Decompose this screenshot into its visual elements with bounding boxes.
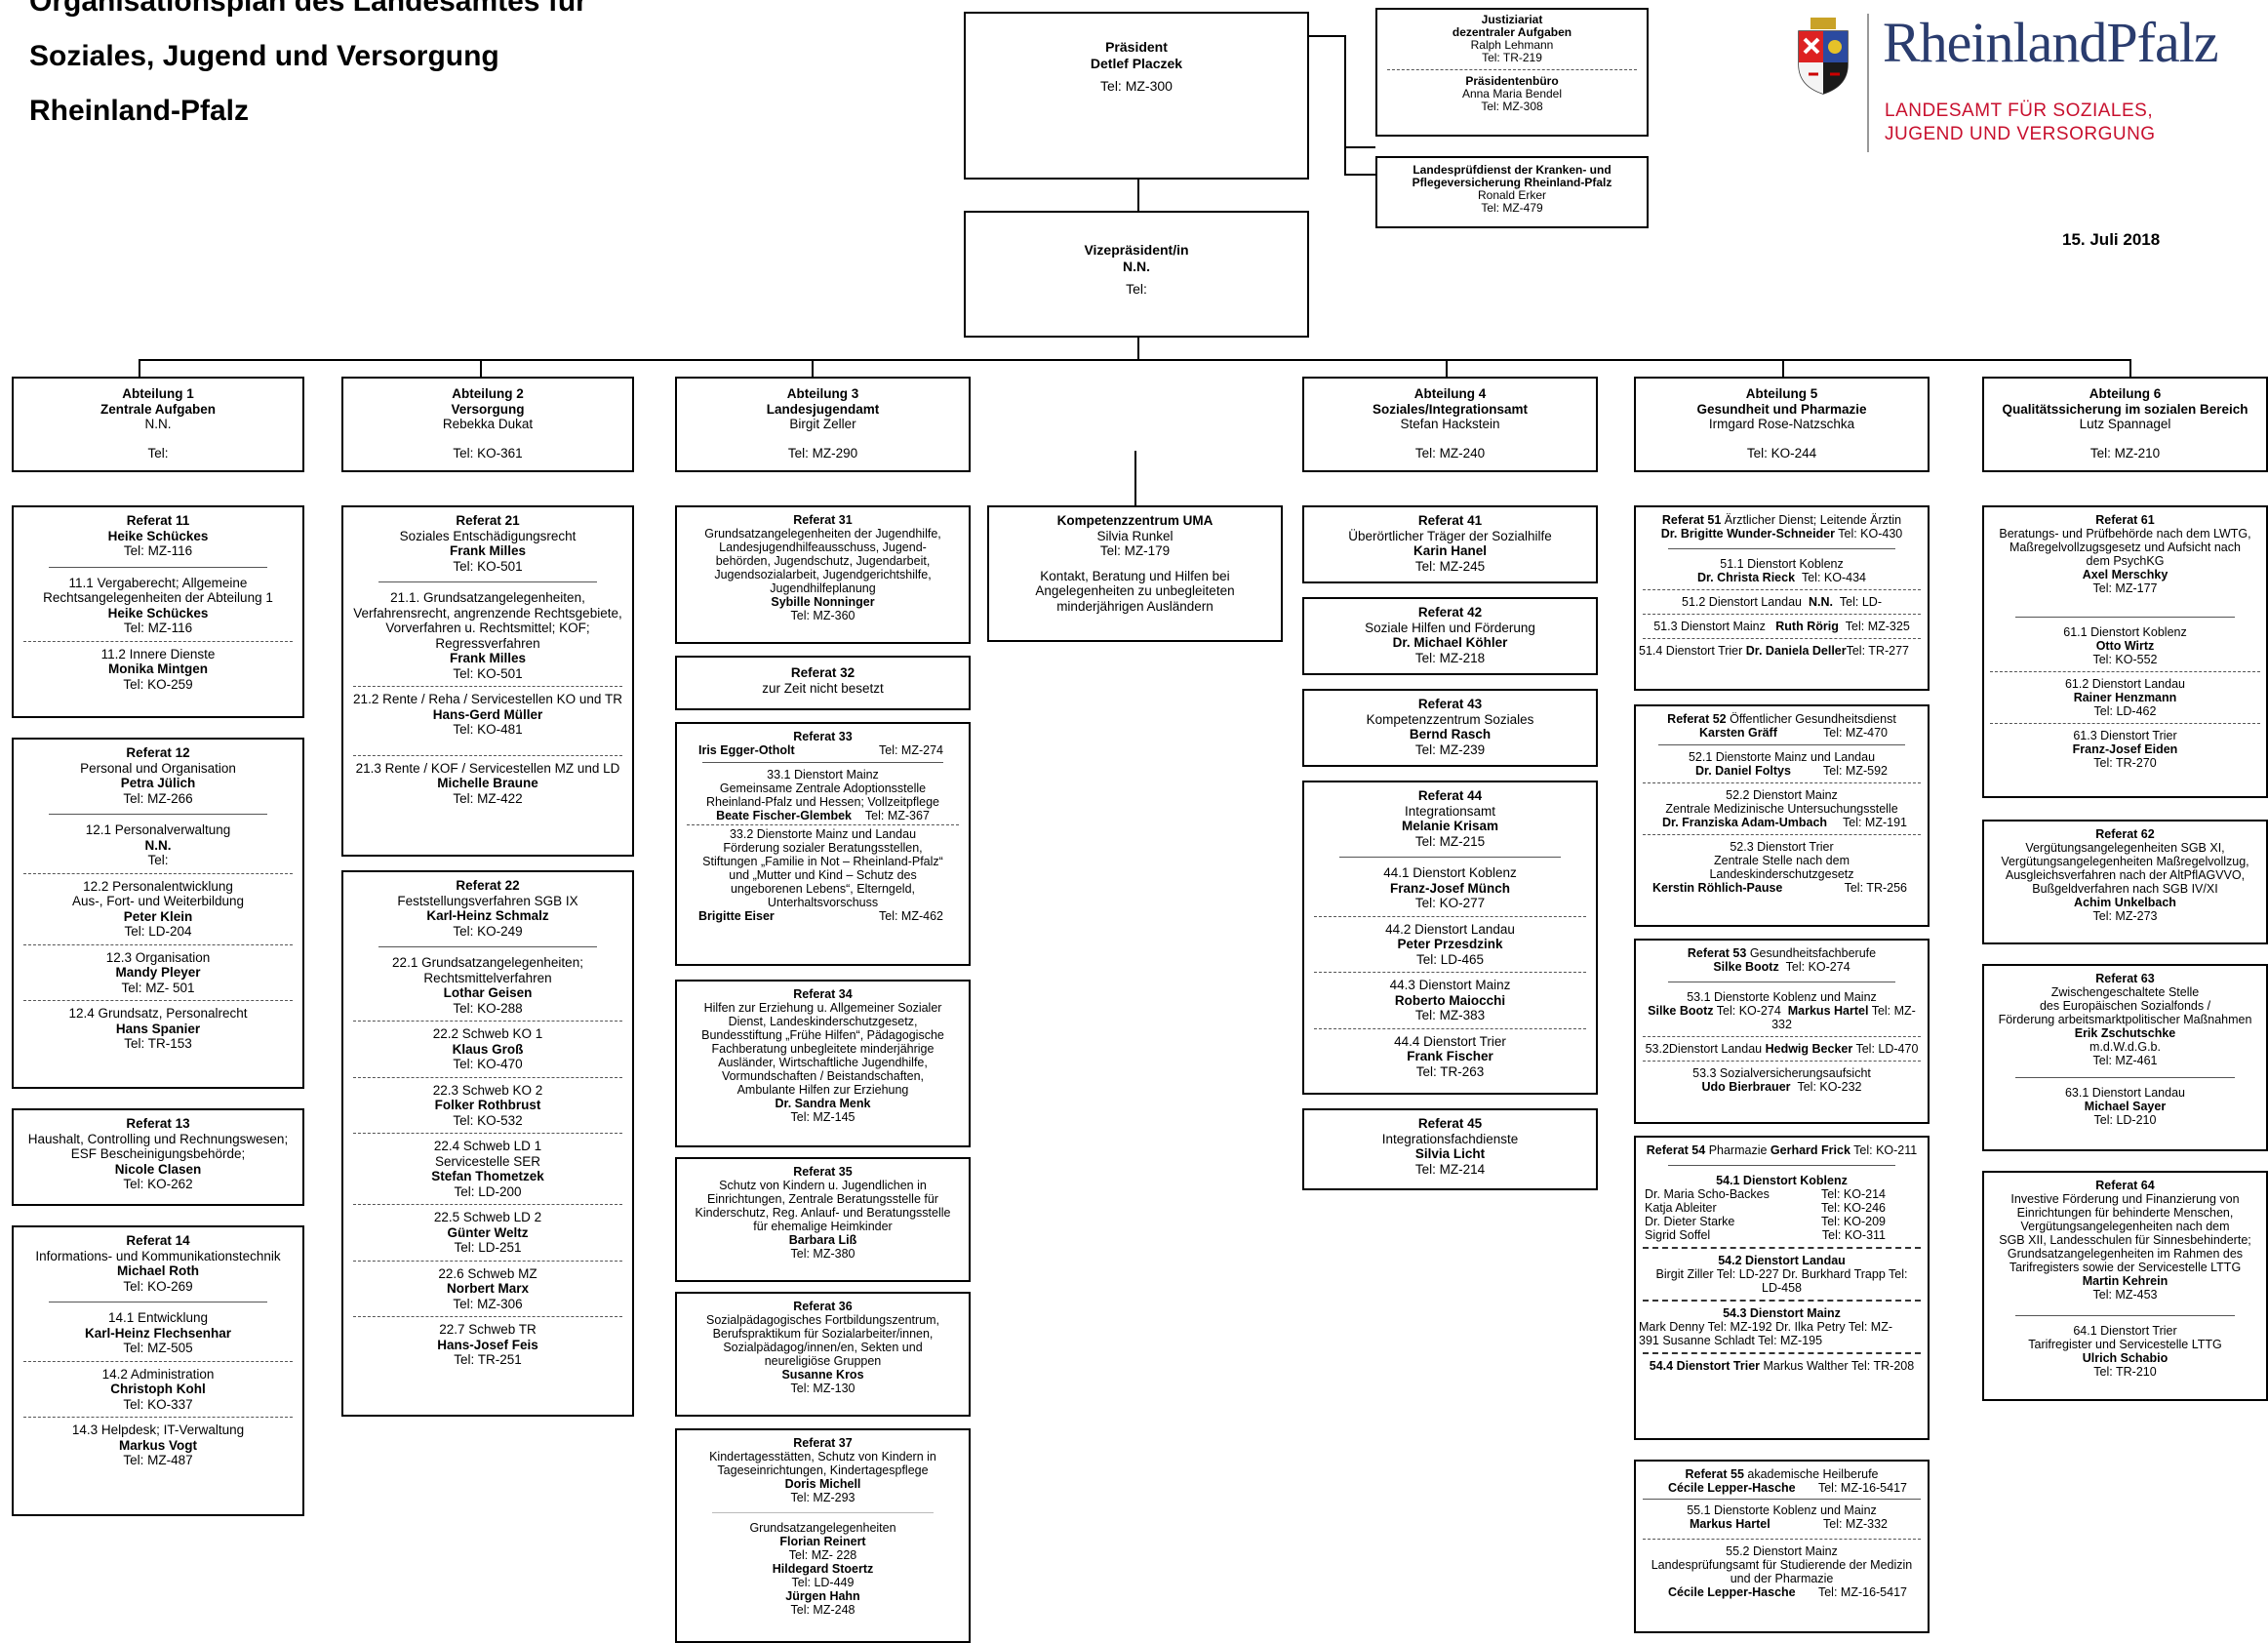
- page-title-line3: Rheinland-Pfalz: [29, 95, 250, 127]
- connector: [1782, 359, 1784, 377]
- page-title-line1: Organisationsplan des Landesamtes für: [29, 0, 587, 18]
- person-name: Sigrid Soffel: [1645, 1228, 1711, 1242]
- date-label: 15. Juli 2018: [2062, 230, 2161, 249]
- referat-53-box: Referat 53 Gesundheitsfachberufe Silke B…: [1634, 939, 1930, 1124]
- referat-51-box: Referat 51 Ärztlicher Dienst; Leitende Ä…: [1634, 505, 1930, 691]
- referat-52-box: Referat 52 Öffentlicher Gesundheitsdiens…: [1634, 704, 1930, 927]
- person-name: Katja Ableiter: [1645, 1201, 1717, 1215]
- connector: [139, 359, 2129, 361]
- person-row: Dr. Maria Scho-Backes Tel: KO-214: [1645, 1187, 1886, 1201]
- person-tel: Tel: KO-214: [1820, 1187, 1886, 1201]
- agency-name-line2: JUGEND UND VERSORGUNG: [1885, 124, 2156, 144]
- connector: [1344, 174, 1375, 176]
- coat-of-arms-icon: [1798, 18, 1849, 95]
- connector: [480, 359, 482, 377]
- person-row: Dr. Dieter Starke Tel: KO-209: [1645, 1215, 1886, 1228]
- person-tel: Tel: KO-311: [1821, 1228, 1886, 1242]
- connector: [1446, 359, 1448, 377]
- person-tel: Tel: KO-246: [1820, 1201, 1886, 1215]
- brand-name: RheinlandPfalz: [1883, 11, 2219, 74]
- connector: [1344, 35, 1346, 175]
- agency-name-line1: LANDESAMT FÜR SOZIALES,: [1885, 100, 2154, 121]
- connector: [2129, 359, 2131, 377]
- referat-54-box: Referat 54 Pharmazie Gerhard Frick Tel: …: [1634, 1136, 1930, 1440]
- page-title-line2: Soziales, Jugend und Versorgung: [29, 40, 499, 72]
- connector: [1137, 337, 1139, 360]
- person-tel: Tel: KO-209: [1820, 1215, 1886, 1228]
- connector: [812, 359, 814, 377]
- referat-55-box: Referat 55 akademische Heilberufe Cécile…: [1634, 1460, 1930, 1633]
- logo: RheinlandPfalz LANDESAMT FÜR SOZIALES, J…: [1793, 10, 2261, 156]
- connector: [1134, 451, 1136, 505]
- person-name: Dr. Dieter Starke: [1645, 1215, 1735, 1228]
- person-row: Katja Ableiter Tel: KO-246: [1645, 1201, 1886, 1215]
- person-row: Sigrid Soffel Tel: KO-311: [1645, 1228, 1886, 1242]
- connector: [1344, 146, 1375, 148]
- person-name: Dr. Maria Scho-Backes: [1645, 1187, 1770, 1201]
- connector: [1137, 178, 1139, 212]
- connector: [139, 359, 140, 377]
